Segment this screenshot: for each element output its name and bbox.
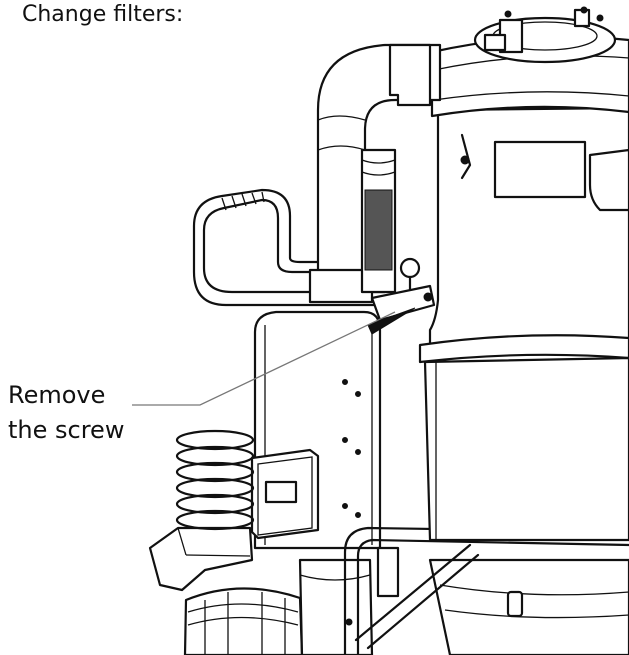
hopper-lid (148, 526, 254, 592)
callout-leader-line (132, 311, 396, 406)
lifting-eye (399, 257, 421, 294)
callout-line-2: the screw (8, 416, 125, 444)
cable-basket (175, 429, 255, 531)
top-cap (473, 6, 617, 64)
push-handle (192, 188, 387, 307)
screw-bracket (367, 284, 436, 335)
bottom-cylinder (298, 558, 374, 655)
callout-label: Remove the screw (8, 378, 124, 448)
callout-line-1: Remove (8, 381, 106, 409)
motor-filter (360, 148, 397, 294)
lower-collection-tank (428, 558, 629, 655)
bottom-container (183, 587, 304, 655)
control-box (250, 448, 320, 540)
page-title: Change filters: (22, 2, 184, 27)
